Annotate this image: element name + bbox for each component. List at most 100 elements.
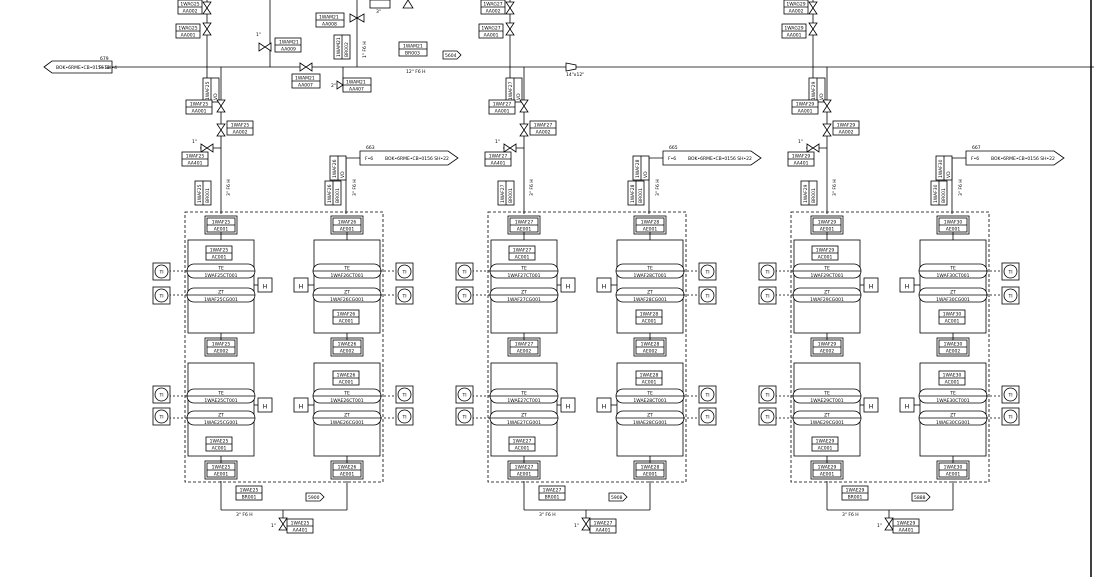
valve-aa407[interactable]: 1WAM21 AA407 <box>336 77 372 93</box>
ti-sensor-ea-1[interactable]: TI <box>758 385 777 404</box>
ti-sensor-fb-1[interactable]: TI <box>1001 262 1020 281</box>
ti-sensor-fa-1[interactable]: TI <box>455 262 474 281</box>
inlet-valve-2[interactable] <box>822 123 832 137</box>
eb-ac-tag-sub: AC001 <box>945 380 960 386</box>
ti-sensor-ea-1[interactable]: TI <box>152 385 171 404</box>
ti-sensor-fa-1[interactable]: TI <box>152 262 171 281</box>
drain-valve[interactable] <box>884 517 894 531</box>
inlet-v3-tag-sub: AA401 <box>491 161 506 167</box>
inlet-v1-tag-sub: AA001 <box>495 109 510 115</box>
ti-sensor-fa-2[interactable]: TI <box>455 286 474 305</box>
ti-sensor-fa-2[interactable]: TI <box>152 286 171 305</box>
mid-b-ae-tag-sub: AE002 <box>340 349 355 355</box>
inlet-small-size: 1" <box>495 139 500 145</box>
valve-aa009[interactable]: 1WAM21 AA009 <box>258 37 302 53</box>
valve-top-b[interactable] <box>808 22 818 36</box>
valve-top-b[interactable] <box>202 22 212 36</box>
ti-sensor-fb-2[interactable]: TI <box>395 286 414 305</box>
ti-sensor-fa-1[interactable]: TI <box>758 262 777 281</box>
h-box-fa[interactable]: H <box>257 277 273 293</box>
inlet-valve-1[interactable] <box>519 99 529 113</box>
svg-text:AA008: AA008 <box>322 22 337 28</box>
ti-sensor-eb-1[interactable]: TI <box>395 385 414 404</box>
h-box-eb-label: H <box>602 404 607 411</box>
ti-sensor-ea-2[interactable]: TI <box>152 407 171 426</box>
valve-top-a[interactable] <box>202 1 212 15</box>
inlet-valve-2[interactable] <box>519 123 529 137</box>
eb-ac-tag-tag: 1WAE28 <box>640 373 659 379</box>
ti-sensor-fb-1[interactable]: TI <box>698 262 717 281</box>
inlet-valve-1[interactable] <box>216 99 226 113</box>
valve-top-a[interactable] <box>808 1 818 15</box>
h-box-ea[interactable]: H <box>257 397 273 413</box>
ti-sensor-eb-2[interactable]: TI <box>395 407 414 426</box>
eb-ac-tag-sub: AC001 <box>642 380 657 386</box>
inlet-valve-1[interactable] <box>822 99 832 113</box>
ti-sensor-ea-2[interactable]: TI <box>758 407 777 426</box>
drain-valve[interactable] <box>581 517 591 531</box>
inlet-valve-3[interactable] <box>503 143 517 153</box>
top-a-ae-tag-tag: 1WAF25 <box>212 220 231 226</box>
h-box-eb[interactable]: H <box>596 397 612 413</box>
valve-aa008[interactable]: 1WAM21 AA008 <box>315 12 365 28</box>
h-box-eb[interactable]: H <box>293 397 309 413</box>
eb-zt-instrument-id: 1WAE26CG001 <box>330 420 364 426</box>
ti-sensor-eb-1[interactable]: TI <box>698 385 717 404</box>
h-box-fb[interactable]: H <box>899 277 915 293</box>
inlet-valve-2[interactable] <box>216 123 226 137</box>
inlet-valve-3[interactable] <box>200 143 214 153</box>
ti-sensor-fa-2[interactable]: TI <box>758 286 777 305</box>
top-b-ae-tag-sub: AE001 <box>340 227 355 233</box>
valve-top-b[interactable] <box>505 22 515 36</box>
drain-valve-tag-sub: AA401 <box>596 528 611 534</box>
h-box-fb[interactable]: H <box>293 277 309 293</box>
ti-sensor-ea-1[interactable]: TI <box>455 385 474 404</box>
valve-top-a[interactable] <box>505 1 515 15</box>
h-box-eb[interactable]: H <box>899 397 915 413</box>
ti-sensor-eb-2[interactable]: TI <box>1001 407 1020 426</box>
h-box-ea[interactable]: H <box>863 397 879 413</box>
h-box-fb[interactable]: H <box>596 277 612 293</box>
ti-sensor-fb-1[interactable]: TI <box>395 262 414 281</box>
inlet-valve-3[interactable] <box>806 143 820 153</box>
h-box-fa[interactable]: H <box>863 277 879 293</box>
ti-sensor-ea-2[interactable]: TI <box>455 407 474 426</box>
drain-valve[interactable] <box>278 517 288 531</box>
ti-sensor-fb-2[interactable]: TI <box>1001 286 1020 305</box>
ti-sensor-eb-1[interactable]: TI <box>1001 385 1020 404</box>
ti-sensor-fb-2[interactable]: TI <box>698 286 717 305</box>
h-box-ea[interactable]: H <box>560 397 576 413</box>
valve-aa007[interactable]: 1WAM21 AA007 <box>291 62 321 89</box>
h-box-fa[interactable]: H <box>560 277 576 293</box>
ti-sensor-eb-2[interactable]: TI <box>698 407 717 426</box>
